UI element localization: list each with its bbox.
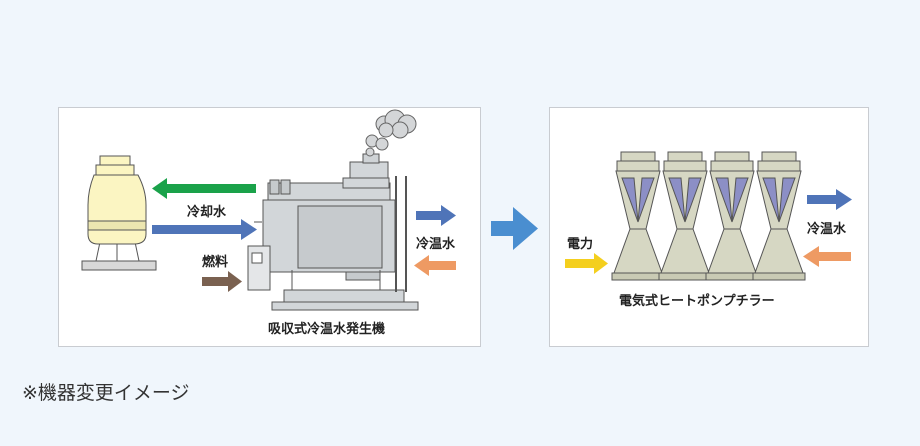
chiller-module (705, 151, 759, 281)
fuel-arrow (202, 271, 242, 292)
chilled-water-label-before: 冷温水 (416, 237, 456, 252)
chiller-module (611, 151, 665, 281)
smoke-icon (365, 109, 417, 157)
power-label: 電力 (567, 237, 594, 252)
cooling-water-label: 冷却水 (187, 205, 227, 220)
chilled-water-label-after: 冷温水 (807, 222, 847, 237)
transition-arrow (491, 207, 538, 250)
cooling-water-return-arrow (152, 178, 256, 199)
chilled-water-out-arrow-after (807, 189, 852, 210)
footnote: ※機器変更イメージ (22, 382, 190, 404)
heat-pump-chiller-caption: 電気式ヒートポンプチラー (619, 294, 775, 309)
chilled-water-in-arrow-after (803, 246, 851, 267)
chilled-water-out-arrow-before (416, 205, 456, 226)
absorption-chiller-caption: 吸収式冷温水発生機 (268, 322, 386, 337)
heat-pump-chiller-icon (611, 151, 806, 281)
absorption-chiller-icon (247, 153, 419, 311)
chiller-module (658, 151, 712, 281)
chiller-module (752, 151, 806, 281)
power-arrow (565, 253, 608, 274)
cooling-water-supply-arrow (152, 219, 257, 240)
cooling-tower-icon (81, 155, 157, 271)
after-panel (549, 107, 869, 347)
chilled-water-in-arrow-before (414, 255, 456, 276)
fuel-label: 燃料 (202, 255, 229, 270)
